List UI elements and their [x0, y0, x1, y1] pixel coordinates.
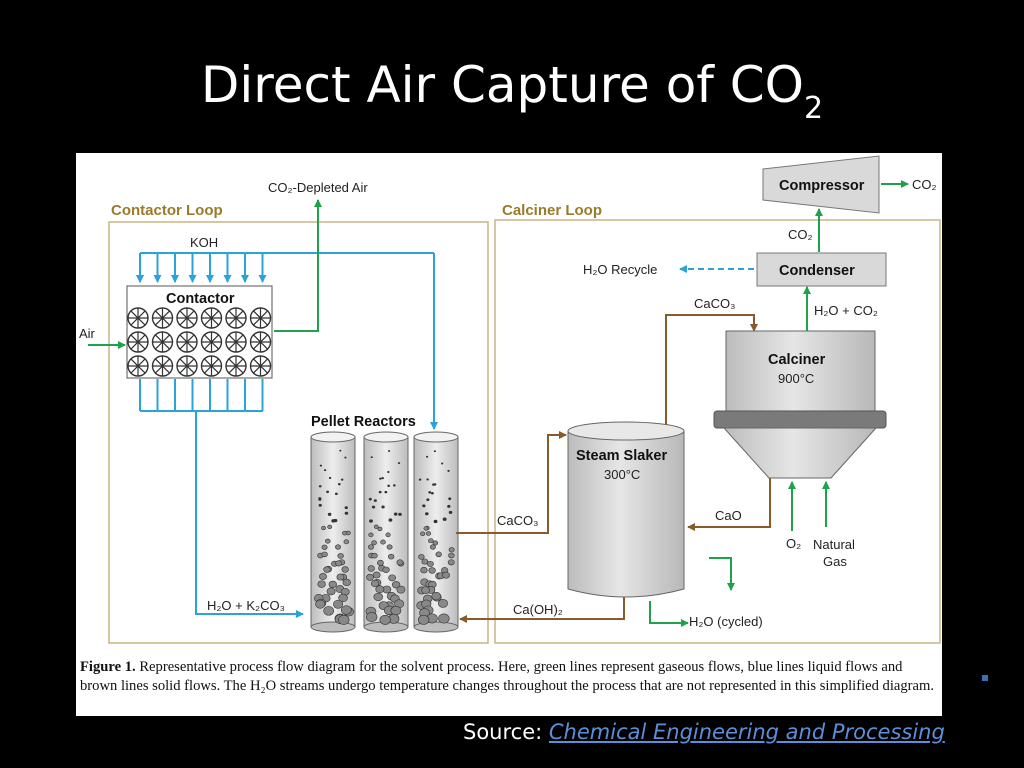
slaker-temp-label: 300°C: [604, 467, 640, 482]
contactor-fan-icon: [127, 331, 149, 353]
contactor-fan-icon: [249, 307, 272, 329]
slide-marker: [982, 675, 988, 681]
contactor-fan-icon: [176, 307, 198, 329]
pellet-reactors: [310, 431, 459, 633]
contactor-fans: [127, 307, 272, 377]
contactor-fan-icon: [127, 307, 149, 329]
caption-label: Figure 1.: [80, 659, 136, 675]
source-line: Source: Chemical Engineering and Process…: [463, 720, 945, 744]
pellet-reactor: [413, 431, 459, 633]
calciner-loop-label: Calciner Loop: [502, 202, 602, 219]
contactor-loop-box: [108, 221, 489, 644]
co2-up-label: CO₂: [788, 227, 813, 242]
contactor-fan-icon: [200, 355, 223, 377]
steam-slaker: [567, 421, 685, 441]
pellet-reactors-label: Pellet Reactors: [311, 414, 416, 430]
contactor-fan-icon: [176, 355, 198, 377]
contactor-loop-label: Contactor Loop: [111, 202, 223, 219]
contactor-fan-icon: [225, 355, 247, 377]
title-subscript: 2: [804, 91, 824, 126]
contactor-fan-icon: [200, 331, 223, 353]
process-flow-figure: Contactor Loop Calciner Loop Contactor K…: [76, 153, 942, 716]
contactor-fan-icon: [249, 331, 272, 353]
koh-label: KOH: [190, 235, 218, 250]
compressor-label: Compressor: [779, 178, 865, 194]
condenser-label: Condenser: [779, 263, 855, 279]
pellet-reactor: [310, 431, 356, 633]
contactor-fan-icon: [225, 307, 247, 329]
contactor-fan-icon: [225, 331, 247, 353]
title-main: Direct Air Capture of CO: [200, 56, 805, 114]
h2o-k2co3-label: H₂O + K₂CO₃: [207, 598, 285, 613]
caption-text: Representative process flow diagram for …: [80, 659, 935, 694]
contactor-fan-icon: [151, 307, 174, 329]
compressor-unit: [762, 155, 880, 214]
contactor-unit: [126, 285, 273, 379]
source-link[interactable]: Chemical Engineering and Processing: [548, 720, 945, 744]
process-flow-diagram: Contactor Loop Calciner Loop Contactor K…: [79, 155, 941, 644]
contactor-fan-icon: [200, 307, 223, 329]
contactor-collection: [139, 379, 264, 412]
contactor-fan-icon: [127, 355, 149, 377]
condenser-unit: [756, 252, 887, 287]
calciner-temp-label: 900°C: [778, 371, 814, 386]
air-label: Air: [79, 326, 96, 341]
contactor-fan-icon: [249, 355, 272, 377]
caoh2-label: Ca(OH)₂: [513, 602, 563, 617]
slide-title: Direct Air Capture of CO2: [0, 52, 1024, 126]
source-prefix: Source:: [463, 720, 549, 744]
contactor-fan-icon: [151, 331, 174, 353]
h2o-co2-label: H₂O + CO₂: [814, 303, 878, 318]
gas-label: Gas: [823, 554, 847, 569]
h2o-cycled-label: H₂O (cycled): [689, 614, 763, 629]
natural-label: Natural: [813, 537, 855, 552]
co2-depleted-air-label: CO₂-Depleted Air: [268, 180, 368, 195]
caco3-top-label: CaCO₃: [694, 296, 735, 311]
contactor-label: Contactor: [166, 291, 235, 307]
calciner-unit: [725, 330, 876, 412]
o2-label: O₂: [786, 536, 801, 551]
cao-label: CaO: [715, 508, 742, 523]
contactor-fan-icon: [176, 331, 198, 353]
calciner-loop-box: [494, 219, 941, 644]
h2o-recycle-label: H₂O Recycle: [583, 262, 657, 277]
calciner-label: Calciner: [768, 352, 826, 368]
pellet-reactor: [363, 431, 409, 633]
steam-slaker-label: Steam Slaker: [576, 448, 667, 464]
koh-distribution: [136, 253, 267, 283]
contactor-fan-icon: [151, 355, 174, 377]
co2-out-label: CO₂: [912, 177, 937, 192]
figure-caption: Figure 1. Representative process flow di…: [80, 658, 936, 696]
caco3-mid-label: CaCO₃: [497, 513, 538, 528]
